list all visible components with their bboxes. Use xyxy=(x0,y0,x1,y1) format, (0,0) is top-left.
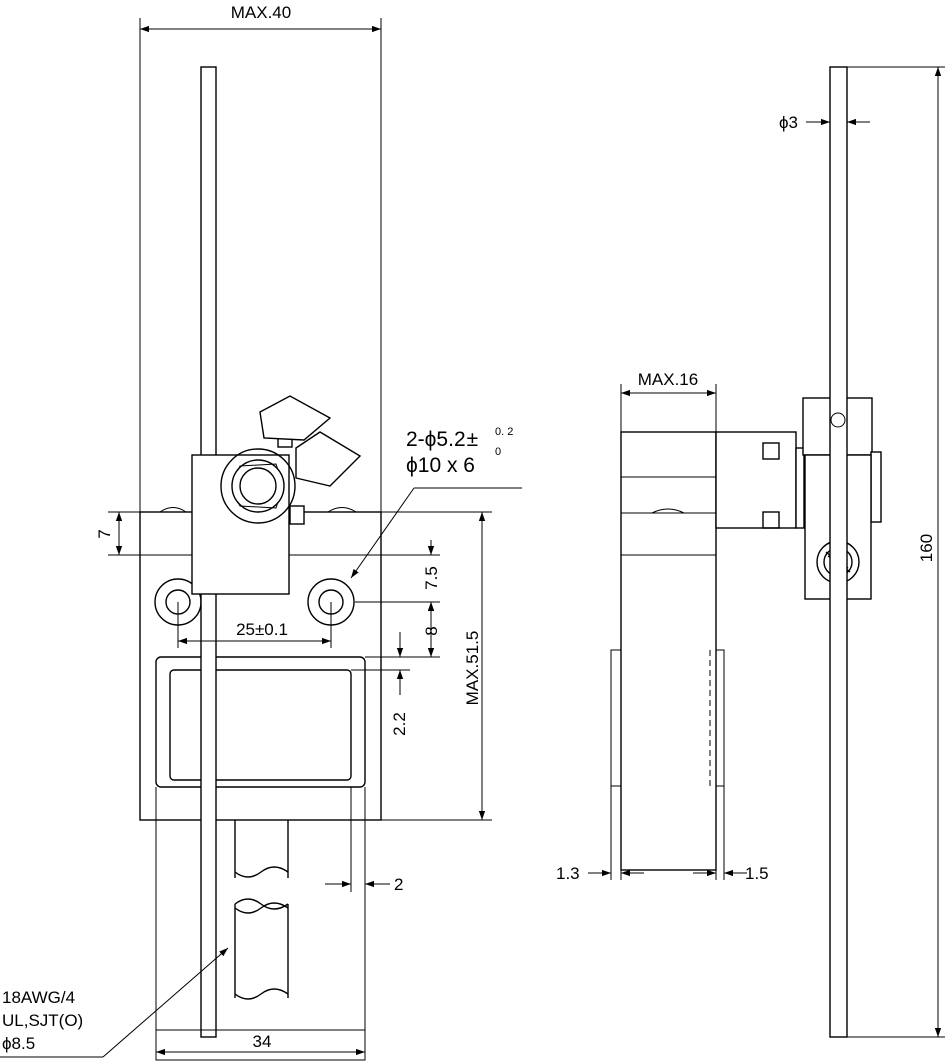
dim-7-5: 7.5 xyxy=(422,566,441,590)
dim-1-5: 1.5 xyxy=(745,864,769,883)
dim-7: 7 xyxy=(95,529,114,538)
dim-2: 2 xyxy=(394,875,403,894)
hole-callout-counterbore: ϕ10 x 6 xyxy=(406,454,475,477)
actuator-block xyxy=(191,448,296,595)
dim-max-16: MAX.16 xyxy=(638,370,698,389)
cable-spec-line1: 18AWG/4 xyxy=(2,988,75,1007)
dim-8: 8 xyxy=(422,626,441,635)
front-view: MAX.40 xyxy=(0,3,522,1061)
dim-max-40: MAX.40 xyxy=(231,3,291,22)
hole-callout-spec: 2-ϕ5.2± xyxy=(406,428,478,451)
dim-160: 160 xyxy=(917,534,936,562)
dim-1-3: 1.3 xyxy=(556,864,580,883)
dim-phi-3: ϕ3 xyxy=(779,113,798,132)
side-body xyxy=(620,431,717,871)
dim-25: 25±0.1 xyxy=(236,620,288,639)
cable-spec-line2: UL,SJT(O) xyxy=(2,1011,83,1030)
hole-tolerance-lower: 0 xyxy=(495,446,501,458)
side-view: MAX.16 ϕ3 160 xyxy=(556,66,945,1038)
switch-window xyxy=(155,656,366,788)
dim-34: 34 xyxy=(253,1032,272,1051)
dim-2-2: 2.2 xyxy=(390,712,409,736)
hole-tolerance-upper: 0. 2 xyxy=(495,426,513,438)
cable-spec-line3: ϕ8.5 xyxy=(2,1034,35,1053)
side-lever-rod xyxy=(829,66,848,1038)
dim-max-51-5: MAX.51.5 xyxy=(463,631,482,706)
